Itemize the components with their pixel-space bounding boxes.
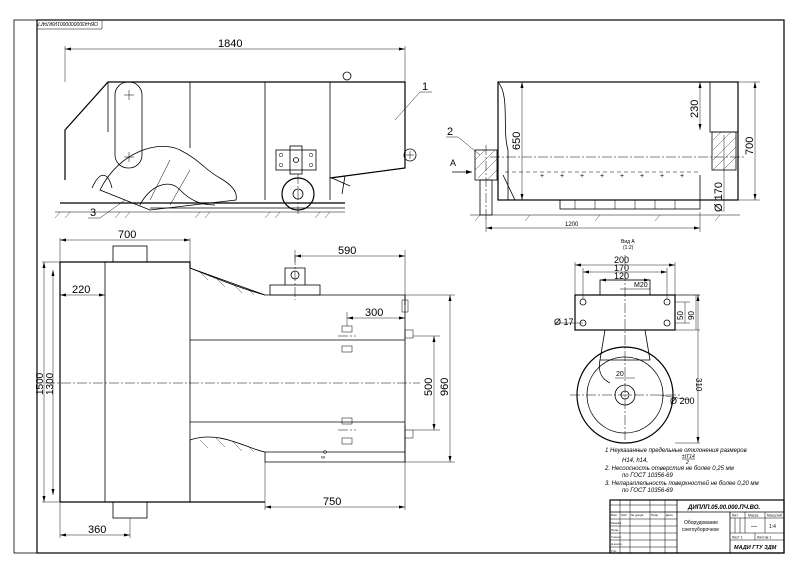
front-view: 1840: [54, 38, 432, 219]
note-2b: по ГОСТ 10356-69: [622, 473, 674, 479]
plan-view: ∞ 700 590 220 300 500 960: [35, 229, 455, 538]
side-dim-230: 230: [689, 100, 701, 118]
product-name-2: снегоуборочное: [682, 527, 719, 533]
role-prov: Пров.: [611, 528, 619, 532]
mass-label: Масса: [748, 514, 758, 518]
stamp-box: [36, 19, 103, 30]
plan-dim-220: 220: [72, 284, 90, 296]
sheet-label: Лист 1: [732, 536, 743, 540]
plan-dim-360: 360: [88, 524, 106, 536]
view-a-dim-m20: M20: [634, 282, 648, 289]
row-label-doc: № докум.: [631, 513, 644, 517]
note-1b: H14, h14,: [622, 458, 648, 464]
inner-frame: [36, 19, 785, 554]
note-2a: 2. Несоосность отверстия не более 0,25 м…: [604, 466, 734, 472]
view-a-dim-310: 310: [694, 378, 703, 392]
front-dim-length: 1840: [218, 38, 242, 50]
view-a-dim-90: 90: [687, 311, 696, 320]
svg-text:∞: ∞: [321, 455, 325, 461]
row-label-date: Дата: [666, 513, 673, 517]
plan-dim-750: 750: [323, 496, 341, 508]
role-nkontr: Н.контр.: [611, 542, 623, 546]
product-name-1: Оборудование: [684, 520, 718, 526]
organization: МАДИ ГТУ ЗДМ: [734, 545, 777, 551]
view-arrow-a: А: [450, 158, 456, 168]
view-a-dim-50: 50: [676, 311, 685, 320]
scale-value: 1:4: [769, 524, 776, 530]
plan-dim-590: 590: [338, 245, 356, 257]
svg-text:+: +: [620, 173, 624, 180]
callout-1: 1: [422, 81, 428, 93]
technical-notes: 1 Неуказанные предельные отклонения разм…: [604, 448, 759, 494]
svg-text:+: +: [640, 173, 644, 180]
plan-dim-700: 700: [118, 229, 136, 241]
sheets-label: Листов 1: [757, 536, 771, 540]
stamp-text: ОБЧ43000000001ИЖЛ4Г7: [37, 20, 98, 26]
note-3a: 3. Непараллельность поверхностей не боле…: [605, 480, 759, 487]
scale-label: Масштаб: [767, 514, 782, 518]
svg-text:+: +: [560, 173, 564, 180]
role-utv: Утв.: [611, 549, 617, 553]
side-dim-700: 700: [744, 137, 756, 155]
view-a-dim-d17: Ø 17: [554, 317, 574, 327]
mass-value: —: [751, 524, 757, 530]
note-1-fraction: ±IT14: [682, 454, 695, 460]
note-3b: по ГОСТ 10356-69: [622, 488, 674, 494]
plan-dim-500: 500: [423, 378, 435, 396]
plan-dim-1500: 1500: [35, 372, 46, 395]
view-a-dim-20: 20: [616, 371, 624, 378]
view-a-dim-170: 170: [614, 263, 629, 273]
svg-text:+: +: [680, 173, 684, 180]
row-label-list: Лист: [621, 513, 628, 517]
svg-text:+: +: [580, 173, 584, 180]
view-a-title: Вид А: [621, 239, 635, 245]
side-dim-d170: Ø 170: [713, 182, 725, 212]
designation: ДИПЛП.05.00.000.ПЧ.ВО.: [687, 505, 761, 511]
view-a-dim-d200: Ø 200: [670, 396, 695, 406]
svg-text:+: +: [600, 173, 604, 180]
view-a-dim-200: 200: [614, 255, 629, 265]
note-1-fraction-2: 2: [685, 460, 689, 466]
role-razrab: Разраб.: [611, 521, 622, 525]
plan-dim-1300: 1300: [45, 372, 56, 395]
view-a: Вид А (1:2) 200 170 120 M20 Ø 17: [554, 239, 703, 444]
plan-dim-300: 300: [365, 307, 383, 319]
title-block: Изм Лист № докум. Подп. Дата Разраб. Про…: [609, 499, 785, 554]
view-a-dim-120: 120: [614, 271, 629, 281]
lit-label: Лит.: [732, 514, 738, 518]
view-a-subtitle: (1:2): [623, 245, 634, 251]
callout-3: 3: [90, 207, 96, 219]
side-dim-650: 650: [511, 132, 523, 150]
callout-2: 2: [447, 126, 453, 138]
svg-text:+: +: [540, 173, 544, 180]
side-view: + + + + + + + + А 2: [446, 81, 760, 232]
svg-text:+: +: [660, 173, 664, 180]
row-label-sign: Подп.: [651, 513, 659, 517]
role-tkontr: Т.контр.: [611, 535, 622, 539]
plan-dim-960: 960: [439, 378, 451, 396]
row-label-izm: Изм: [611, 513, 617, 517]
note-1a: 1 Неуказанные предельные отклонения разм…: [605, 448, 747, 454]
side-dim-1200: 1200: [565, 222, 579, 228]
